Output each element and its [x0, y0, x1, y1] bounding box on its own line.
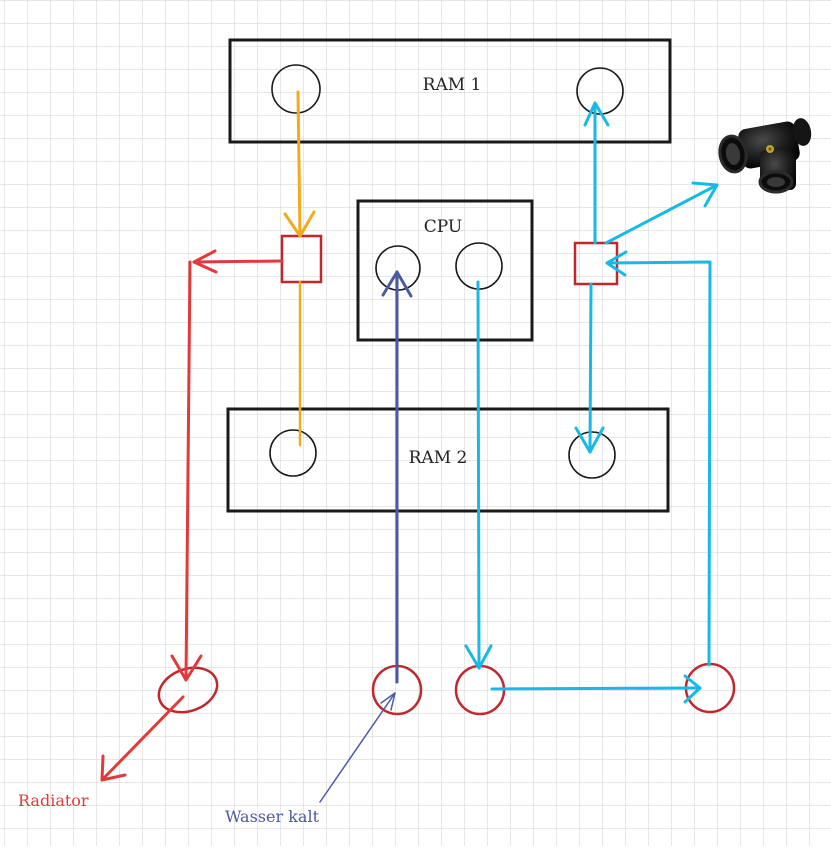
flow-cyan-cpu-to-bottom [464, 280, 493, 670]
cpu-label: CPU [424, 217, 462, 237]
flow-red-to-radiator [100, 249, 284, 782]
flow-cyan-tjunction-to-ram1 [583, 101, 610, 245]
flow-cyan-tjunction-to-fitting [604, 181, 719, 245]
ram1-port-left [271, 64, 321, 114]
flow-orange-ram1-to-tjunction [283, 90, 316, 238]
flow-cyan-bottom-to-right [490, 674, 702, 704]
ram1-block: RAM 1 [228, 38, 672, 144]
ram2-port-right [568, 431, 616, 479]
ram2-label: RAM 2 [409, 448, 468, 468]
wasser-kalt-label: Wasser kalt [225, 807, 320, 826]
radiator-label: Radiator [18, 791, 89, 810]
flow-blue-cold-water-to-cpu [319, 270, 413, 803]
ram2-port-left [269, 429, 317, 477]
cpu-block: CPU [356, 199, 534, 342]
flow-cyan-right-up-to-tjunction [605, 250, 712, 667]
t-fitting-icon [718, 118, 812, 194]
flow-cyan-tjunction-to-ram2 [574, 282, 605, 454]
ram2-block: RAM 2 [226, 407, 670, 513]
ram1-label: RAM 1 [423, 75, 482, 95]
